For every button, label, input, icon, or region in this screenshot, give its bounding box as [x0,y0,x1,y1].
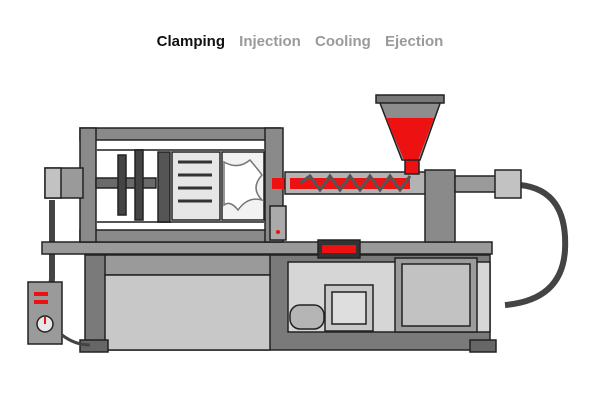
platen-control-panel [269,205,287,241]
tab-ejection[interactable]: Ejection [385,33,444,50]
machine-bed-rail [41,241,493,255]
process-stage-tabs: Clamping Injection Cooling Ejection [0,33,600,50]
ejector-pins [178,160,212,203]
base-foot-left [79,339,109,353]
toggle-link-lower [134,149,144,221]
clamp-frame-top [79,127,281,141]
control-box-indicator-2 [34,300,48,304]
control-box-indicator-1 [34,292,48,296]
tab-injection[interactable]: Injection [239,33,301,50]
mold-cavity [223,158,265,212]
control-box-cable [61,333,91,347]
pump-cylinder [289,304,325,330]
control-box [27,281,63,345]
hopper-throat [404,159,420,175]
toggle-link-upper [117,154,127,216]
right-hydraulic-hose [504,182,569,308]
panel-indicator-light [276,230,280,234]
temperature-display-digits [322,245,356,253]
electric-motor-face [401,263,471,327]
pump-housing-inner [331,291,367,325]
tab-cooling[interactable]: Cooling [315,33,371,50]
injection-screw [299,173,412,193]
tab-clamping[interactable]: Clamping [156,33,225,50]
injection-cylinder-cap [494,169,522,199]
moving-platen [157,151,171,223]
clamp-frame-bottom [79,229,281,243]
hopper-rim [375,94,445,104]
barrel-melt-zone [290,178,410,189]
clamp-cylinder-cap [44,167,62,199]
injection-carriage [424,169,456,243]
hopper-plastic-pellets [386,118,434,160]
base-foot-right [469,339,497,353]
base-interior-left [104,254,271,276]
base-interior-panel [104,274,271,351]
